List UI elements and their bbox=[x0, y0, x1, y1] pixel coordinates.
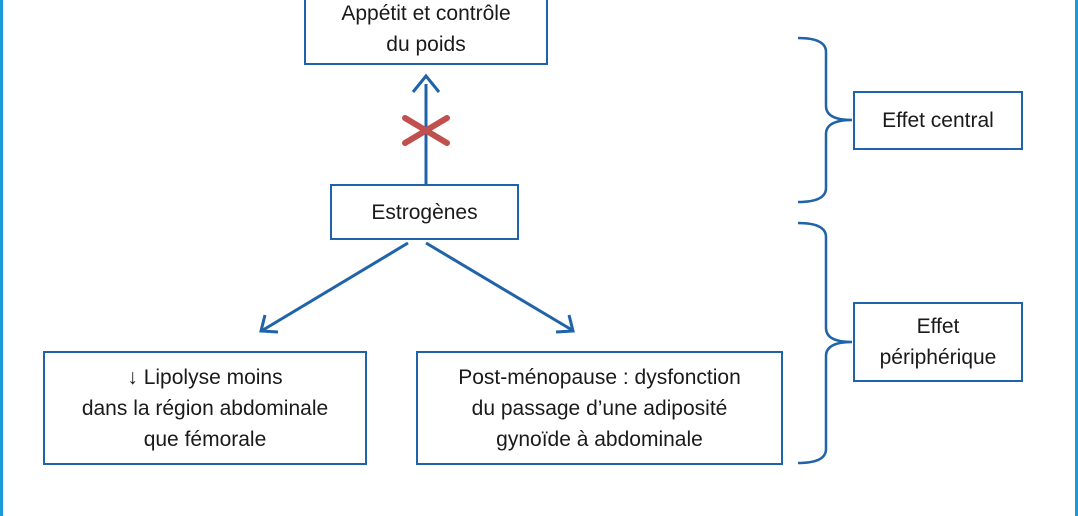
arrow-estrogens-to-appetite bbox=[411, 73, 441, 184]
lipolysis-label: Lipolyse moins dans la région abdominale… bbox=[81, 365, 329, 451]
node-appetite-weight-control: Appétit et contrôle du poids bbox=[304, 0, 548, 65]
lipolysis-text: ↓ Lipolyse moins dans la région abdomina… bbox=[82, 362, 328, 455]
cross-mark-icon bbox=[402, 115, 450, 146]
brace-central-effect bbox=[797, 36, 853, 204]
down-arrow-icon: ↓ bbox=[127, 365, 138, 389]
arrow-estrogens-to-lipolysis bbox=[259, 241, 409, 334]
label-peripheral-effect: Effet périphérique bbox=[853, 302, 1023, 382]
label-central-effect: Effet central bbox=[853, 91, 1023, 150]
frame-left-border bbox=[0, 0, 3, 516]
node-lipolysis: ↓ Lipolyse moins dans la région abdomina… bbox=[43, 351, 367, 465]
frame-right-border bbox=[1075, 0, 1078, 516]
node-postmenopause: Post-ménopause : dysfonction du passage … bbox=[416, 351, 783, 465]
arrow-estrogens-to-postmenopause bbox=[425, 241, 575, 334]
brace-peripheral-effect bbox=[797, 221, 853, 465]
node-estrogens: Estrogènes bbox=[330, 184, 519, 240]
